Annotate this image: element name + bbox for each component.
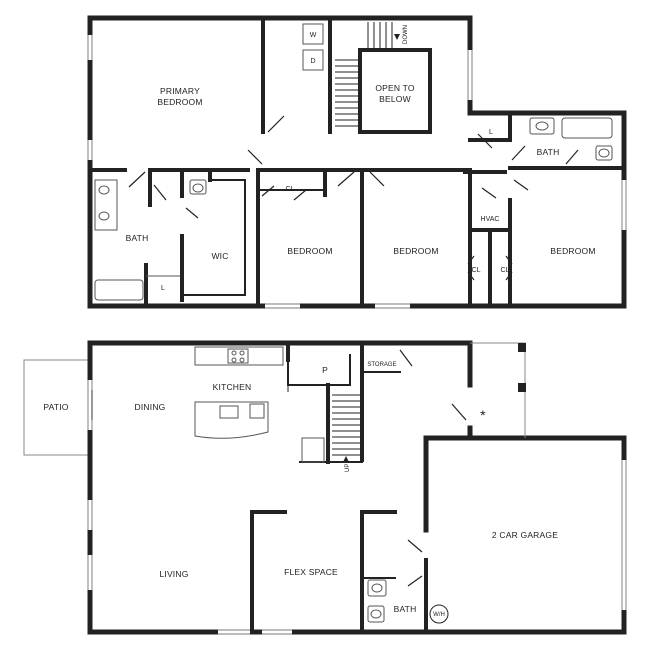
dryer-label: D xyxy=(310,58,315,65)
upper-windows xyxy=(88,35,626,308)
porch-column-top xyxy=(518,343,526,352)
porch-outline xyxy=(470,342,526,438)
washer-label: W xyxy=(310,32,317,39)
upper-floor-area xyxy=(90,18,624,306)
closet-left-label: CL xyxy=(472,267,481,274)
linen-right-label: L xyxy=(489,129,493,136)
upper-window-frames xyxy=(87,35,627,309)
dining-label: DINING xyxy=(135,402,166,412)
open-to-below-label-line1: OPEN TO xyxy=(375,83,415,93)
lower-stairs xyxy=(332,394,360,456)
upper-floor: PRIMARY BEDROOM OPEN TO BELOW DOWN W D B… xyxy=(87,15,627,309)
garage-label: 2 CAR GARAGE xyxy=(492,530,558,540)
closet-right-label: CL xyxy=(501,267,510,274)
dryer-box xyxy=(302,49,324,71)
kitchen-fixtures xyxy=(194,346,325,463)
storage-label: STORAGE xyxy=(367,362,396,368)
up-arrow-icon xyxy=(343,456,349,462)
up-label: UP xyxy=(345,464,351,472)
bath-lower-label: BATH xyxy=(394,604,417,614)
water-heater-icon xyxy=(429,604,449,624)
lower-windows xyxy=(88,380,626,634)
left-bath-fixtures xyxy=(94,179,207,301)
lower-bath-fixtures xyxy=(367,579,387,623)
lower-floor: PATIO DINING KITCHEN P STORAGE UP * 2 CA… xyxy=(23,340,627,635)
bedroom-1-label: BEDROOM xyxy=(287,246,332,256)
upper-exterior-walls xyxy=(87,15,627,309)
patio-label: PATIO xyxy=(43,402,68,412)
hvac-label: HVAC xyxy=(481,216,500,223)
porch-column-bottom xyxy=(518,383,526,392)
lower-interior-walls xyxy=(250,341,428,634)
bath-right-label: BATH xyxy=(537,147,560,157)
lower-doors xyxy=(91,349,467,587)
bath-left-label: BATH xyxy=(126,233,149,243)
bedroom-3-label: BEDROOM xyxy=(550,246,595,256)
down-label: DOWN xyxy=(403,25,409,44)
pantry-label: P xyxy=(322,365,328,375)
washer-box xyxy=(302,23,324,45)
right-bath-fixtures xyxy=(529,117,613,161)
hall-closet-label: CL xyxy=(286,186,295,193)
lower-floor-area xyxy=(90,343,624,632)
down-arrow-icon xyxy=(394,34,400,40)
wic-label: WIC xyxy=(211,251,228,261)
water-heater-label: W/H xyxy=(433,612,445,618)
kitchen-label: KITCHEN xyxy=(213,382,252,392)
living-label: LIVING xyxy=(159,569,188,579)
linen-left-label: L xyxy=(161,285,165,292)
upper-interior-walls xyxy=(88,16,626,308)
patio-area xyxy=(23,359,91,456)
primary-bedroom-label-line1: PRIMARY xyxy=(160,86,200,96)
flex-space-label: FLEX SPACE xyxy=(284,567,338,577)
star-label: * xyxy=(480,407,486,423)
upper-stairs xyxy=(335,22,393,127)
open-to-below-label-line2: BELOW xyxy=(379,94,411,104)
primary-bedroom-label-line2: BEDROOM xyxy=(157,97,202,107)
bedroom-2-label: BEDROOM xyxy=(393,246,438,256)
lower-exterior-walls xyxy=(87,340,627,635)
upper-doors xyxy=(128,115,579,281)
